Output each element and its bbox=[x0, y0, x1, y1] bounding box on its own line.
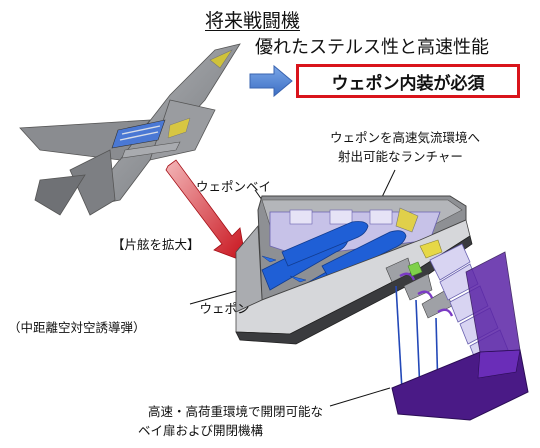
label-bay-door-line-1: 高速・高荷重環境で開閉可能な bbox=[148, 404, 324, 419]
subtitle: 優れたステルス性と高速性能 bbox=[255, 37, 489, 58]
label-bay-door: 高速・高荷重環境で開閉可能な ベイ扉および開閉機構 bbox=[138, 402, 324, 440]
label-launcher-line-1: ウェポンを高速気流環境へ bbox=[330, 130, 481, 145]
label-weapon-line-1: ウェポン bbox=[199, 301, 250, 316]
aircraft-illustration bbox=[19, 43, 241, 216]
page-title: 将来戦闘機 bbox=[205, 10, 301, 32]
label-weapon: ウェポン （中距離空対空誘導弾） bbox=[8, 299, 256, 337]
callout-box: ウェポン内装が必須 bbox=[296, 64, 520, 98]
label-weapon-bay: ウェポンベイ bbox=[196, 179, 272, 194]
label-launcher: ウェポンを高速気流環境へ 射出可能なランチャー bbox=[330, 128, 480, 166]
label-enlarge: 【片舷を拡大】 bbox=[112, 237, 200, 252]
label-launcher-line-2: 射出可能なランチャー bbox=[338, 149, 463, 164]
label-weapon-line-2: （中距離空対空誘導弾） bbox=[8, 320, 146, 335]
label-bay-door-line-2: ベイ扉および開閉機構 bbox=[138, 423, 264, 438]
blue-arrow bbox=[249, 64, 293, 98]
weapon-bay-illustration bbox=[235, 195, 529, 421]
callout-text: ウェポン内装が必須 bbox=[331, 73, 485, 94]
